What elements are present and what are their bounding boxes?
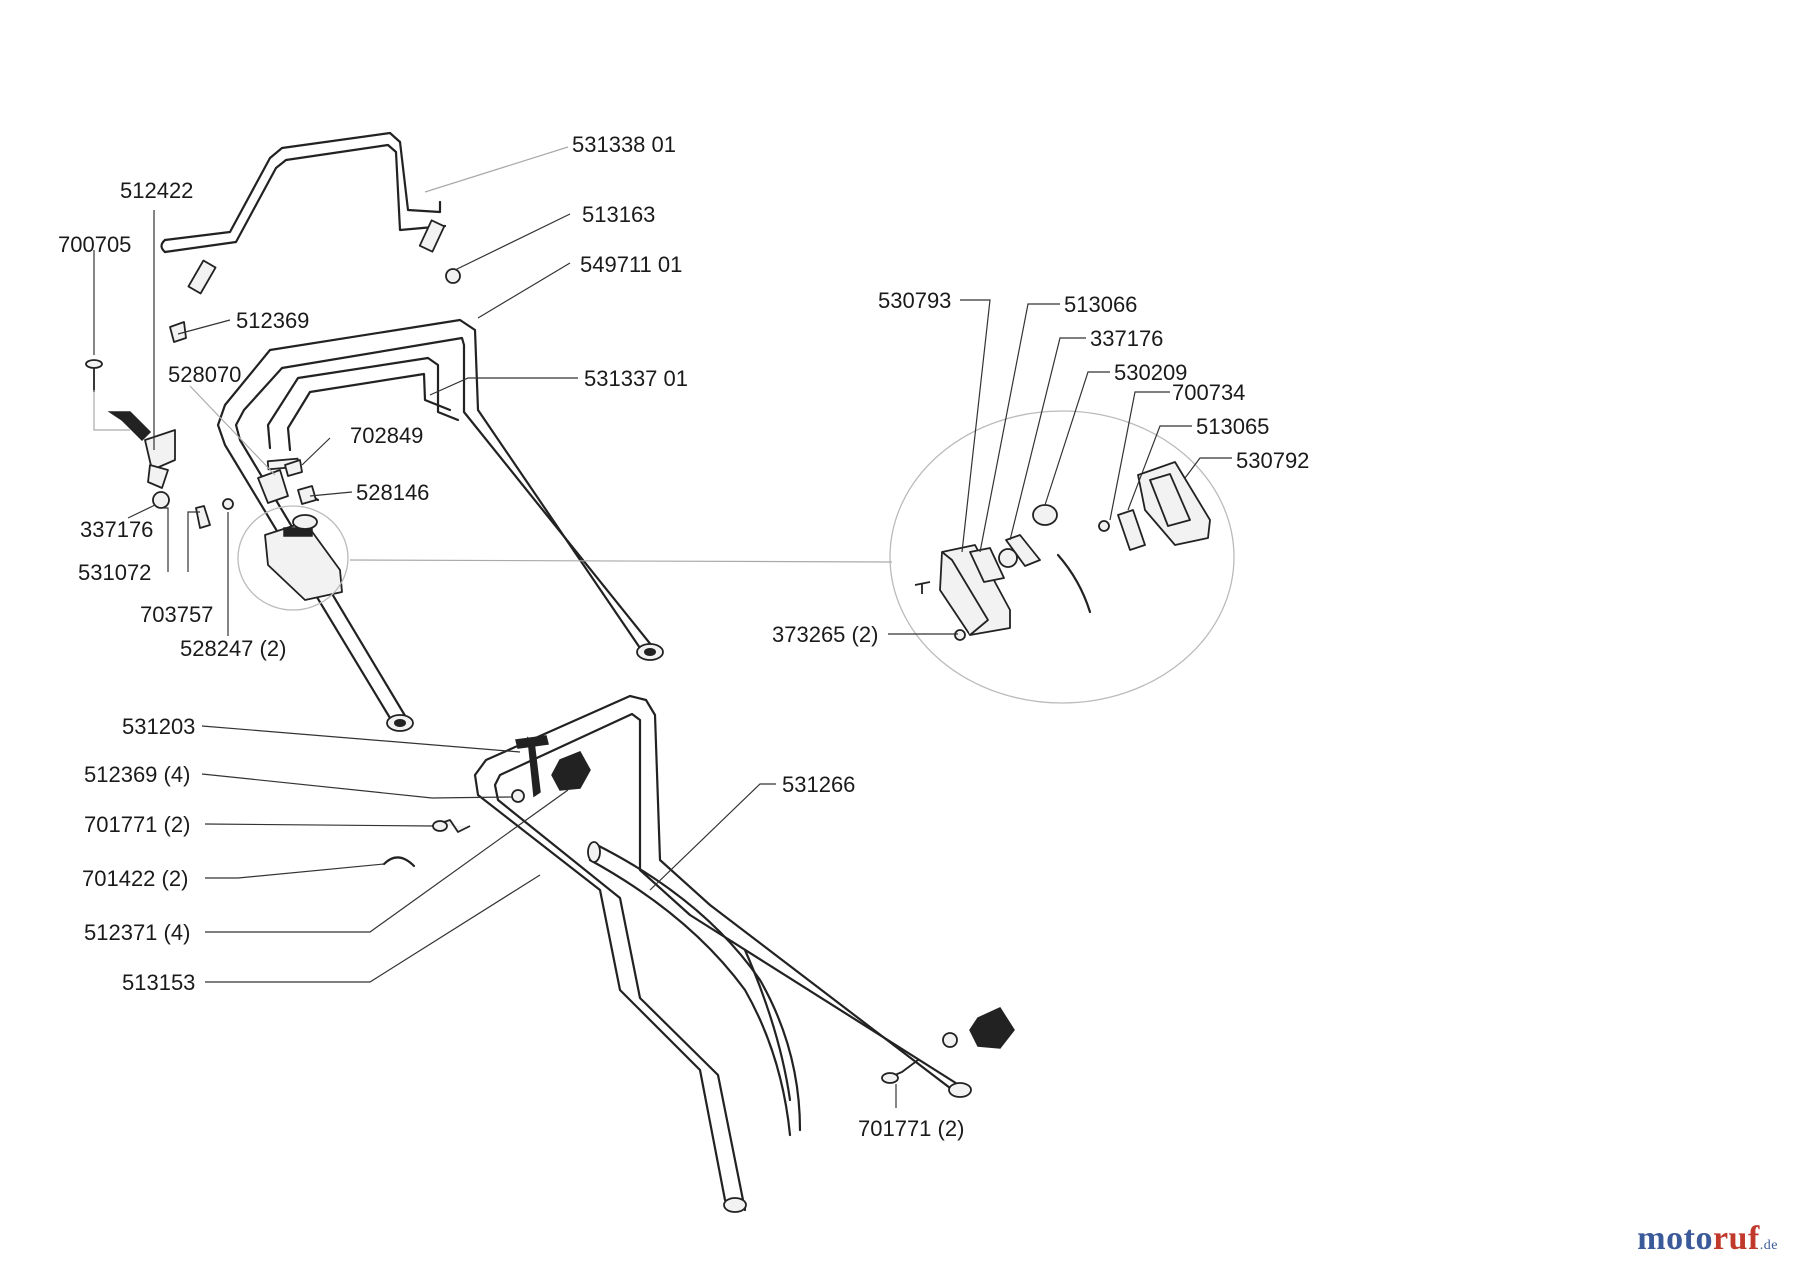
- callout-label: 549711 01: [580, 252, 682, 277]
- detail-parts: [914, 461, 1211, 641]
- callout-label: 700734: [1172, 380, 1245, 405]
- callout-label: 531203: [122, 714, 195, 739]
- callout-label: 701771 (2): [858, 1116, 964, 1141]
- callout-label: 701771 (2): [84, 812, 190, 837]
- brand-part-2: ruf: [1712, 1220, 1760, 1257]
- callout-label: 703757: [140, 602, 213, 627]
- leader-lines: [93, 146, 1232, 1108]
- middle-handle: [216, 318, 664, 732]
- callout-label: 512371 (4): [84, 920, 190, 945]
- callout-label: 530792: [1236, 448, 1309, 473]
- brand-part-1: moto: [1637, 1220, 1713, 1257]
- callout-label: 531072: [78, 560, 151, 585]
- lower-handle: [473, 694, 972, 1213]
- callout-label: 528146: [356, 480, 429, 505]
- callout-label: 337176: [1090, 326, 1163, 351]
- callout-label: 512422: [120, 178, 193, 203]
- lower-fasteners: [382, 735, 1015, 1084]
- callout-label: 530793: [878, 288, 951, 313]
- cable: [587, 841, 802, 1137]
- callout-label: 531338 01: [572, 132, 676, 157]
- left-fasteners: [85, 268, 461, 529]
- callout-label: 530209: [1114, 360, 1187, 385]
- detail-callout: [237, 410, 1235, 704]
- callout-label: 528070: [168, 362, 241, 387]
- left-bracket-assembly: [257, 457, 343, 601]
- upper-handle-bar: [160, 131, 447, 295]
- callout-label: 513163: [582, 202, 655, 227]
- callout-label: 512369 (4): [84, 762, 190, 787]
- callout-label: 513153: [122, 970, 195, 995]
- callout-label: 512369: [236, 308, 309, 333]
- callout-label: 528247 (2): [180, 636, 286, 661]
- callout-label: 701422 (2): [82, 866, 188, 891]
- callout-label: 700705: [58, 232, 131, 257]
- brand-watermark: motoruf.de: [1637, 1220, 1778, 1258]
- callout-label: 513065: [1196, 414, 1269, 439]
- callout-labels: 531338 01 512422 513163 700705 549711 01…: [58, 132, 1309, 1141]
- callout-label: 513066: [1064, 292, 1137, 317]
- callout-label: 373265 (2): [772, 622, 878, 647]
- callout-label: 531337 01: [584, 366, 688, 391]
- callout-label: 337176: [80, 517, 153, 542]
- brand-part-3: .de: [1759, 1238, 1778, 1253]
- callout-label: 531266: [782, 772, 855, 797]
- callout-label: 702849: [350, 423, 423, 448]
